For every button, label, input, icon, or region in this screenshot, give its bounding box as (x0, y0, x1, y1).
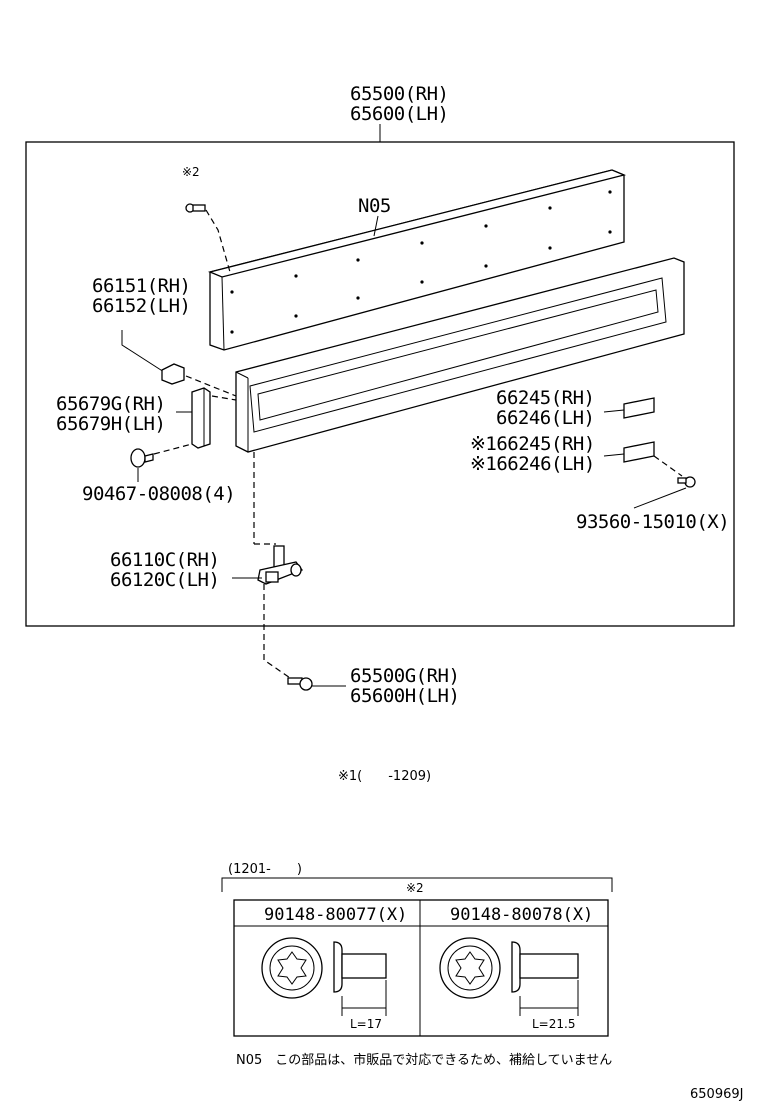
label-bracket-rh: 65679G(RH) (56, 393, 165, 415)
label-push-clip: 90467-08008(4) (82, 483, 235, 505)
label-bolt-lh: 65600H(LH) (350, 685, 459, 707)
label-pad1-lh: ※166246(LH) (470, 453, 595, 475)
label-hinge-rh: 66110C(RH) (110, 549, 219, 571)
label-hinge-lh: 66120C(LH) (110, 569, 219, 591)
leader-pad-lower (603, 453, 625, 457)
label-panel-rh: 65500(RH) (350, 83, 448, 105)
label-bolt-rh: 65500G(RH) (350, 665, 459, 687)
screw-head-torx-icon-2 (439, 937, 501, 999)
frame-member (235, 257, 685, 453)
board-n05 (207, 169, 627, 351)
dash-hinge-bolt (263, 584, 297, 683)
dash-clip (185, 375, 237, 397)
leader-n05 (373, 215, 379, 237)
label-n05: N05 (358, 195, 391, 217)
dash-screw (205, 209, 231, 273)
dash-bracket (211, 395, 237, 401)
pad-upper-icon (623, 397, 655, 419)
note-n05: N05 この部品は、市販品で対応できるため、補給していません (236, 1052, 612, 1068)
label-panel-lh: 65600(LH) (350, 103, 448, 125)
screw-side-view-icon (333, 941, 387, 1016)
table-col1-length: L=17 (350, 1017, 382, 1031)
label-clip-lh: 66152(LH) (92, 295, 190, 317)
figure-id: 650969J (690, 1087, 743, 1102)
bracket-icon (191, 387, 211, 449)
label-clip-rh: 66151(RH) (92, 275, 190, 297)
bolt-icon (287, 677, 313, 691)
table-col1-part: 90148-80077(X) (264, 905, 407, 925)
clip-icon (161, 363, 185, 385)
footnote-1: ※1( -1209) (338, 769, 431, 784)
screw-head-torx-icon (261, 937, 323, 999)
leader-screw-93560 (633, 487, 687, 509)
table-header-bracket (221, 877, 613, 892)
dash-push-clip (153, 443, 193, 455)
dash-screw-pad (653, 455, 683, 477)
label-pad1-rh: ※166245(RH) (470, 433, 595, 455)
pad-lower-icon (623, 441, 655, 463)
hinge-icon (257, 545, 304, 585)
table-frame (233, 899, 609, 1037)
leader-pad-upper (603, 409, 625, 413)
screw-side-view-icon-2 (511, 941, 579, 1016)
screw-note2-icon (185, 203, 206, 213)
label-pad-rh: 66245(RH) (496, 387, 594, 409)
label-bracket-lh: 65679H(LH) (56, 413, 165, 435)
label-pad-lh: 66246(LH) (496, 407, 594, 429)
screw-93560-icon (677, 476, 696, 488)
table-range: (1201- ) (228, 862, 302, 877)
label-note2-mark: ※2 (182, 165, 200, 179)
label-screw-93560: 93560-15010(X) (576, 511, 729, 533)
table-col2-part: 90148-80078(X) (450, 905, 593, 925)
table-col2-length: L=21.5 (532, 1017, 575, 1031)
table-header: ※2 (406, 881, 424, 895)
leader-clip (121, 330, 165, 373)
push-clip-icon (130, 448, 154, 468)
